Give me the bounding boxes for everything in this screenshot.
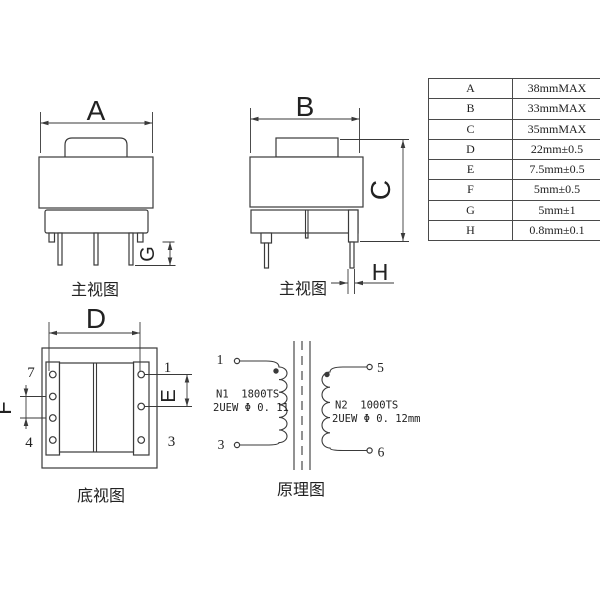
pin-hole <box>48 436 57 444</box>
dimension-G: G <box>135 241 176 266</box>
primary-wire-spec: 2UEW Φ 0. 11 <box>213 402 289 414</box>
table-cell-key: F <box>429 180 513 200</box>
table-cell-key: B <box>429 99 513 119</box>
table-cell-value: 35mmMAX <box>527 121 587 136</box>
dim-label-G: G <box>137 246 159 262</box>
caption-schematic: 原理图 <box>277 480 325 499</box>
caption-bottom-view: 底视图 <box>77 486 125 505</box>
table-row: D 22mm±0.5 <box>429 139 600 160</box>
dimension-D: D <box>48 303 141 371</box>
dimension-C: C <box>340 139 409 242</box>
dimension-E: E <box>145 374 192 407</box>
dimension-H: H <box>331 259 394 294</box>
caption-front-view-middle: 主视图 <box>279 279 327 298</box>
table-row: F 5mm±0.5 <box>429 180 600 201</box>
schematic-terminal-6: 6 <box>378 445 385 460</box>
table-row: E 7.5mm±0.5 <box>429 160 600 181</box>
dimension-B: B <box>250 91 360 153</box>
terminal-5-node <box>366 363 373 371</box>
polarity-dot-secondary <box>324 371 330 378</box>
base-stub-left <box>48 232 56 243</box>
pin-hole <box>137 402 146 411</box>
dimension-F: F <box>0 385 46 429</box>
pin-holder-right <box>347 209 359 243</box>
pin-number-4: 4 <box>25 435 33 451</box>
pin-number-3: 3 <box>168 434 176 450</box>
transformer-core-bump <box>64 137 128 157</box>
table-cell-key: A <box>429 79 513 99</box>
table-row: C 35mmMAX <box>429 119 600 140</box>
pin-number-1: 1 <box>164 360 172 376</box>
dim-label-F: F <box>0 401 16 414</box>
schematic-terminal-5: 5 <box>377 360 384 375</box>
dim-label-B: B <box>296 91 315 122</box>
secondary-wire-spec: 2UEW Φ 0. 12mm <box>332 413 421 425</box>
pin <box>349 241 355 269</box>
bottom-view: D F E 7 4 1 3 底视图 <box>0 303 192 505</box>
dimension-table: A 38mmMAX B 33mmMAX C 35mmMAX D 22mm±0.5 E 7.… <box>428 78 600 241</box>
pin-holder-left <box>260 232 273 244</box>
dim-label-C: C <box>365 180 396 200</box>
transformer-body <box>38 156 154 209</box>
base-stub-right <box>136 232 144 243</box>
front-view-middle: B C H 主视图 <box>249 91 409 298</box>
pin-hole <box>48 414 57 422</box>
base-center-divider <box>304 210 309 233</box>
schematic-view: 1 3 5 6 N1 1800TS 2UEW Φ 0. 11 N2 1000TS… <box>213 341 421 499</box>
pin <box>263 242 270 269</box>
schematic-terminal-1: 1 <box>217 352 224 367</box>
table-cell-key: D <box>429 139 513 159</box>
bobbin-center-divider <box>92 363 98 452</box>
dim-label-D: D <box>86 303 106 334</box>
table-row: G 5mm±1 <box>429 200 600 221</box>
table-cell-value: 38mmMAX <box>527 81 587 96</box>
primary-winding <box>239 360 288 446</box>
table-cell-key: C <box>429 119 513 139</box>
schematic-terminal-3: 3 <box>218 437 225 452</box>
table-cell-value: 5mm±0.5 <box>533 182 581 197</box>
polarity-dot-primary <box>273 368 279 374</box>
terminal-1-node <box>233 357 241 365</box>
table-row: A 38mmMAX <box>429 79 600 100</box>
transformer-base <box>250 209 359 234</box>
table-cell-key: E <box>429 160 513 180</box>
table-cell-value: 0.8mm±0.1 <box>529 222 585 237</box>
table-cell-value: 33mmMAX <box>527 101 587 116</box>
dim-label-E: E <box>158 389 180 402</box>
transformer-core-bump <box>275 137 339 158</box>
dim-label-H: H <box>372 259 389 285</box>
table-cell-key: G <box>429 200 513 220</box>
caption-front-view-left: 主视图 <box>71 280 119 299</box>
terminal-3-node <box>233 441 241 449</box>
table-cell-value: 5mm±1 <box>538 202 576 217</box>
pin <box>128 232 134 266</box>
pin-number-7: 7 <box>27 365 35 381</box>
pin-hole <box>137 370 146 379</box>
table-cell-key: H <box>429 220 513 240</box>
front-view-left: A G 主视图 <box>38 95 176 299</box>
primary-winding-label: N1 1800TS <box>216 389 279 401</box>
table-row: H 0.8mm±0.1 <box>429 220 600 241</box>
pin-hole <box>48 370 57 379</box>
transformer-base <box>44 209 149 234</box>
terminal-6-node <box>366 447 373 454</box>
dim-label-A: A <box>87 95 106 126</box>
center-pin-tip <box>304 232 309 239</box>
pin <box>57 232 63 266</box>
dimension-A: A <box>40 95 153 153</box>
secondary-winding-label: N2 1000TS <box>335 400 398 412</box>
pin <box>93 232 99 266</box>
table-cell-value: 7.5mm±0.5 <box>529 162 585 177</box>
pin-hole <box>48 392 57 401</box>
table-row: B 33mmMAX <box>429 99 600 120</box>
transformer-body <box>249 156 364 208</box>
table-cell-value: 22mm±0.5 <box>530 141 584 156</box>
pin-hole <box>137 436 146 444</box>
